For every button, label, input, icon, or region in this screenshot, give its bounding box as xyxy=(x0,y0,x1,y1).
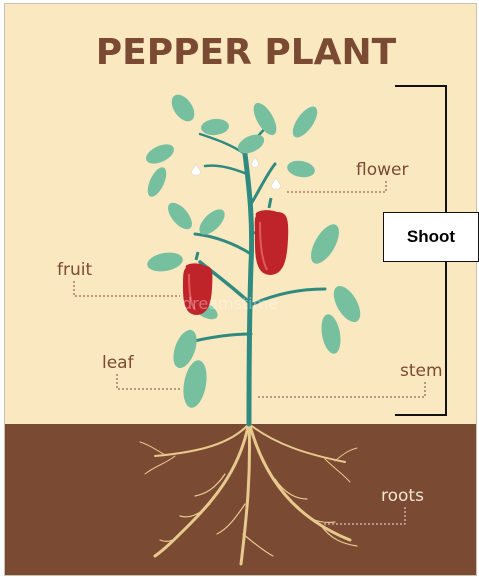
diagram-title: PEPPER PLANT xyxy=(96,32,397,73)
label-roots: roots xyxy=(381,486,424,506)
diagram-frame: PEPPER PLANT xyxy=(4,3,477,576)
roots xyxy=(140,422,357,564)
leader-leaf xyxy=(117,374,180,389)
label-stem: stem xyxy=(400,361,443,381)
leader-roots xyxy=(323,507,405,524)
pepper-plant-diagram: PEPPER PLANT xyxy=(5,4,476,575)
leader-stem xyxy=(257,382,425,397)
watermark: dreamstime xyxy=(182,294,278,313)
leader-flower xyxy=(286,181,386,192)
label-flower: flower xyxy=(356,160,408,180)
leader-fruit xyxy=(74,281,180,296)
leaves xyxy=(143,91,366,410)
shoot-label-box: Shoot xyxy=(383,212,479,262)
label-shoot: Shoot xyxy=(407,227,455,247)
label-leaf: leaf xyxy=(102,353,135,373)
label-fruit: fruit xyxy=(57,260,92,280)
